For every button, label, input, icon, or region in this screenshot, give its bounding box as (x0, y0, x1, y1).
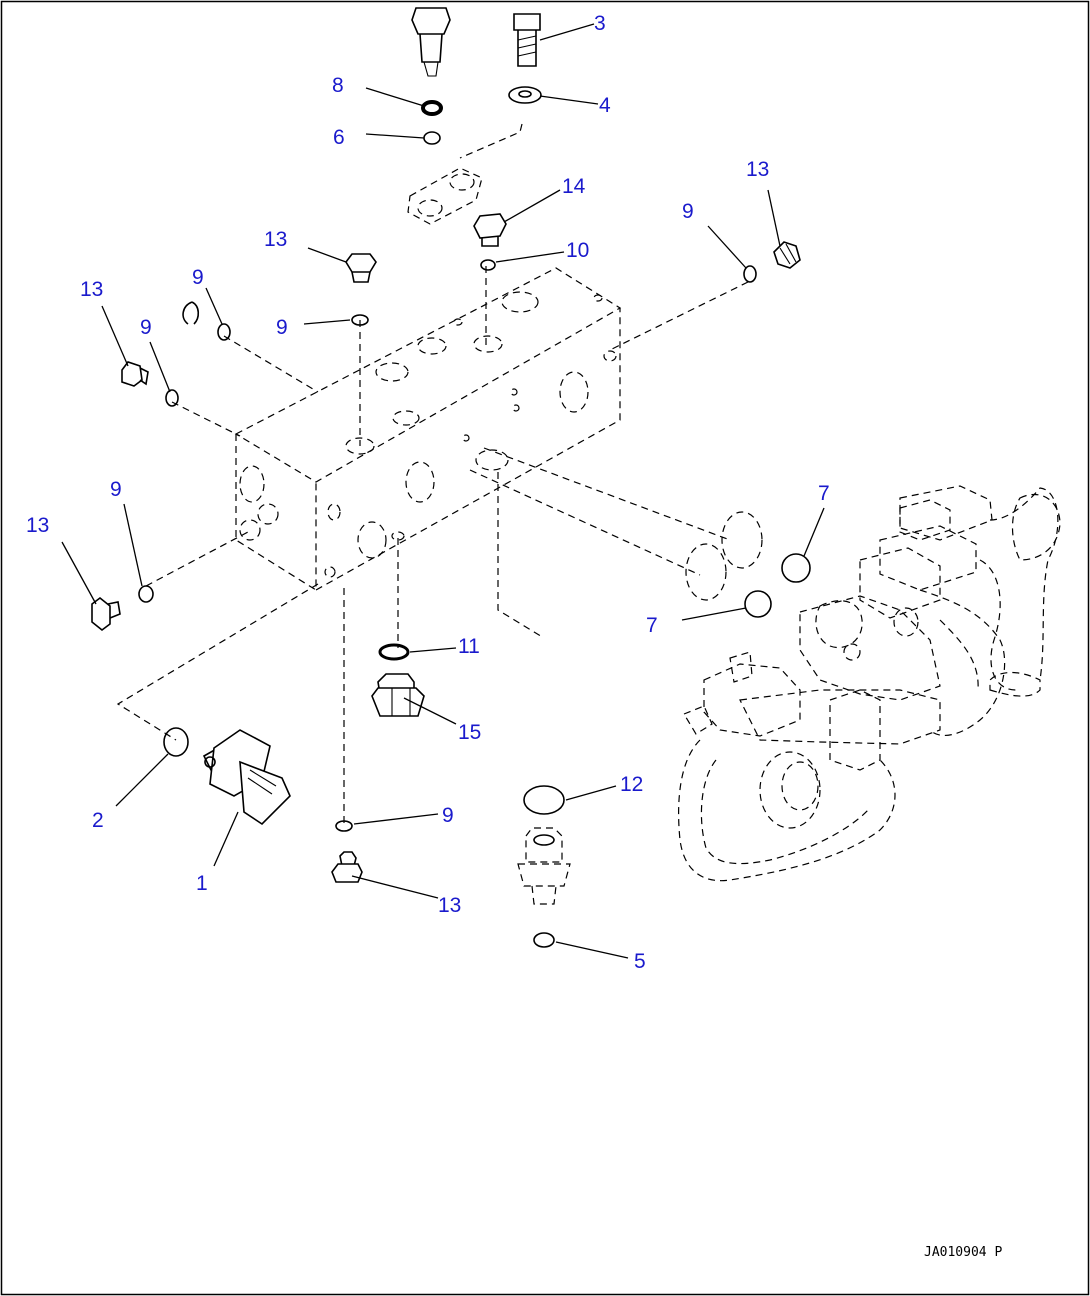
fitting-lower (517, 827, 571, 905)
part-9-oring-left (165, 389, 179, 407)
part-9-oring-bottom (335, 820, 353, 832)
callout-13: 13 (264, 228, 287, 251)
part-1-pressure-sensor (202, 729, 291, 826)
part-13-plug-lower-left (91, 596, 121, 632)
callout-9: 9 (140, 316, 152, 339)
part-12-seal (523, 785, 565, 815)
part-4-washer (508, 86, 542, 104)
callout-5: 5 (634, 950, 646, 973)
part-6-oring (423, 131, 441, 145)
callout-13: 13 (26, 514, 49, 537)
part-2-seal (163, 727, 189, 757)
callout-13: 13 (746, 158, 769, 181)
part-7-oring-lower (744, 590, 772, 618)
part-8-ring (421, 100, 443, 116)
callout-9: 9 (192, 266, 204, 289)
callout-1: 1 (196, 872, 208, 895)
part-9-oring-mid (351, 314, 369, 326)
callout-11: 11 (458, 635, 480, 658)
callout-13: 13 (80, 278, 103, 301)
part-10-oring (480, 259, 496, 271)
callout-14: 14 (562, 175, 586, 198)
assembly-lines (116, 123, 749, 824)
dashed-bracket (407, 167, 483, 225)
callout-3: 3 (594, 12, 606, 35)
leader-lines (61, 23, 825, 959)
top-pin (411, 7, 451, 77)
callout-10: 10 (566, 239, 589, 262)
part-13-plug-right (773, 241, 801, 269)
part-9-oring-right (743, 265, 757, 283)
part-13-plug-left (121, 361, 149, 387)
part-13-plug-bottom (331, 851, 363, 883)
callout-9: 9 (682, 200, 694, 223)
part-11-oring (378, 643, 410, 661)
callout-7: 7 (818, 482, 830, 505)
callout-4: 4 (599, 94, 611, 117)
transmission-assembly (678, 485, 1061, 882)
callout-6: 6 (333, 126, 345, 149)
part-7-oring-upper (781, 553, 811, 583)
callout-2: 2 (92, 809, 104, 832)
valve-block (234, 267, 622, 592)
bore-cylinder (685, 511, 763, 601)
callout-9: 9 (276, 316, 288, 339)
callout-13: 13 (438, 894, 461, 917)
part-9-oring-lower-left (138, 585, 154, 603)
callout-7: 7 (646, 614, 658, 637)
callout-9: 9 (110, 478, 122, 501)
callout-9: 9 (442, 804, 454, 827)
drawing-number: JA010904 P (924, 1245, 1002, 1260)
callout-15: 15 (458, 721, 481, 744)
callouts: 3 8 4 6 14 13 9 13 10 13 9 9 9 9 13 7 7 … (26, 12, 830, 973)
part-15-fitting (371, 673, 425, 717)
part-5-oring (533, 932, 555, 948)
callout-8: 8 (332, 74, 344, 97)
part-14-plug (473, 213, 507, 247)
callout-12: 12 (620, 773, 643, 796)
part-9-oring-upper-left (217, 323, 231, 341)
retaining-clip (182, 301, 200, 325)
part-13-plug-upper (345, 253, 377, 283)
part-3-bolt (513, 13, 541, 67)
parts (91, 7, 811, 948)
